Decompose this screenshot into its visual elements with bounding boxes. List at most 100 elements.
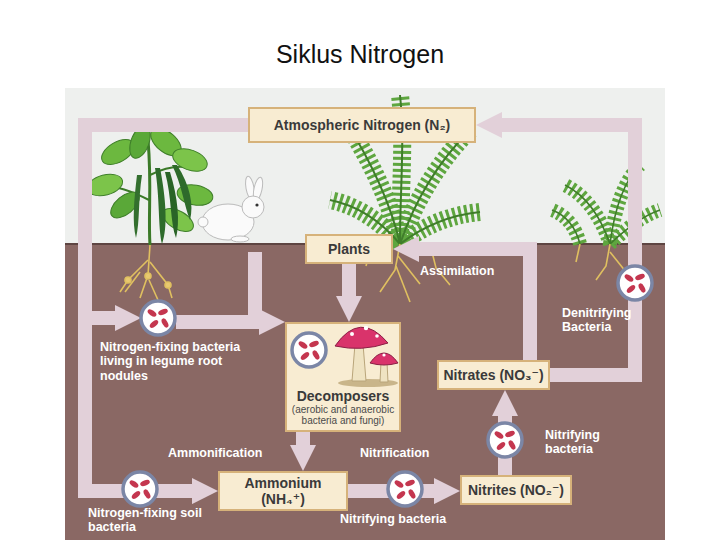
box-heading: Nitrites (NO₂⁻) — [468, 482, 564, 498]
side-arrows — [85, 311, 115, 325]
center-roots — [396, 266, 410, 302]
cycle-arrow — [419, 249, 530, 360]
center-plant — [400, 130, 470, 244]
legume-plant — [150, 167, 198, 175]
cycle-arrow — [502, 125, 635, 375]
legume-plant — [172, 165, 191, 220]
mushroom — [364, 326, 368, 330]
cycle-arrow — [498, 416, 512, 475]
legume-plant — [155, 168, 166, 244]
right-roots — [596, 244, 610, 280]
legume-plant — [85, 123, 214, 245]
legume-roots — [125, 277, 131, 283]
legume-plant — [176, 182, 215, 208]
right-plants — [552, 165, 660, 244]
box-heading: Atmospheric Nitrogen (N₂) — [274, 117, 451, 133]
bacteria-label: Nitrifying bacteria — [545, 428, 625, 457]
right-plants — [552, 210, 580, 244]
bacteria-label: Nitrogen-fixing bacteria living in legum… — [100, 340, 245, 383]
cycle-box: Ammonium (NH₄⁺) — [218, 471, 348, 511]
center-roots — [398, 256, 420, 284]
legume-plant — [106, 187, 144, 223]
right-roots — [610, 252, 626, 272]
rabbit — [198, 175, 264, 242]
mushroom — [350, 332, 354, 336]
mushroom — [338, 379, 398, 387]
legume-roots — [125, 272, 140, 292]
side-arrows — [248, 252, 262, 322]
mushroom — [382, 353, 385, 356]
cycle-box: Decomposers(aerobic and anaerobic bacter… — [285, 322, 401, 432]
center-plant — [400, 212, 480, 244]
legume-plant — [170, 144, 211, 175]
rabbit — [242, 196, 264, 218]
legume-roots — [165, 282, 171, 288]
soil — [65, 243, 665, 540]
cycle-box: Nitrites (NO₂⁻) — [460, 475, 572, 505]
legume-roots — [149, 280, 158, 300]
rabbit — [255, 203, 258, 206]
cycle-arrow — [85, 125, 248, 491]
right-roots — [576, 244, 626, 280]
right-plants — [610, 210, 660, 244]
bacteria-label: Denitrifying Bacteria — [562, 306, 657, 335]
legume-plant — [165, 172, 178, 238]
legume-roots — [140, 245, 150, 298]
process-label: Nitrification — [360, 446, 429, 460]
right-plants — [565, 185, 610, 244]
box-note: (aerobic and anaerobic bacteria and fung… — [290, 404, 396, 426]
bacteria-symbol — [123, 472, 157, 506]
legume-plant — [85, 171, 125, 200]
slide-title: Siklus Nitrogen — [0, 40, 720, 69]
legume-roots — [120, 260, 148, 292]
box-heading: Ammonium (NH₄⁺) — [238, 475, 328, 507]
mushroom — [352, 344, 366, 381]
process-label: Ammonification — [168, 446, 262, 460]
right-plants — [565, 185, 610, 244]
box-heading: Nitrates (NO₃⁻) — [443, 367, 543, 383]
box-heading: Decomposers — [297, 388, 390, 404]
process-label: Assimilation — [420, 264, 494, 278]
bacteria-symbol — [488, 423, 522, 457]
rabbit — [202, 204, 254, 240]
legume-plant — [148, 140, 150, 245]
rabbit — [231, 236, 249, 242]
mushroom — [370, 353, 398, 365]
bacteria-symbol — [141, 301, 175, 335]
right-plants — [552, 165, 660, 244]
legume-plant — [100, 186, 149, 200]
mushroom — [380, 362, 388, 382]
cycle-arrow — [296, 432, 310, 445]
right-plants — [610, 165, 640, 244]
cycle-box: Plants — [305, 234, 393, 264]
cycle-box: Nitrates (NO₃⁻) — [437, 360, 550, 390]
legume-plant — [159, 204, 197, 237]
mushroom — [335, 326, 398, 387]
bacteria-label: Nitrifying bacteria — [340, 512, 446, 526]
mushroom — [335, 327, 388, 348]
mushroom — [375, 334, 379, 338]
legume-plant — [97, 134, 138, 169]
right-plants — [610, 210, 660, 244]
rabbit — [244, 175, 256, 200]
cycle-box: Atmospheric Nitrogen (N₂) — [248, 107, 476, 143]
legume-plant — [134, 175, 142, 238]
center-plant — [400, 130, 470, 244]
bacteria-symbol — [388, 472, 422, 506]
rabbit — [198, 217, 208, 227]
box-heading: Plants — [328, 241, 370, 257]
right-plants — [552, 165, 660, 244]
right-plants — [610, 165, 640, 244]
center-plant — [400, 212, 480, 244]
sky — [65, 88, 665, 245]
legume-roots — [150, 262, 172, 298]
cycle-arrow — [348, 484, 434, 498]
cycle-arrow — [342, 264, 356, 296]
rabbit — [252, 176, 265, 201]
side-arrows — [85, 252, 259, 322]
right-roots — [576, 244, 580, 262]
bacteria-symbol — [292, 333, 326, 367]
right-plants — [552, 210, 580, 244]
legume-plant — [146, 123, 186, 161]
